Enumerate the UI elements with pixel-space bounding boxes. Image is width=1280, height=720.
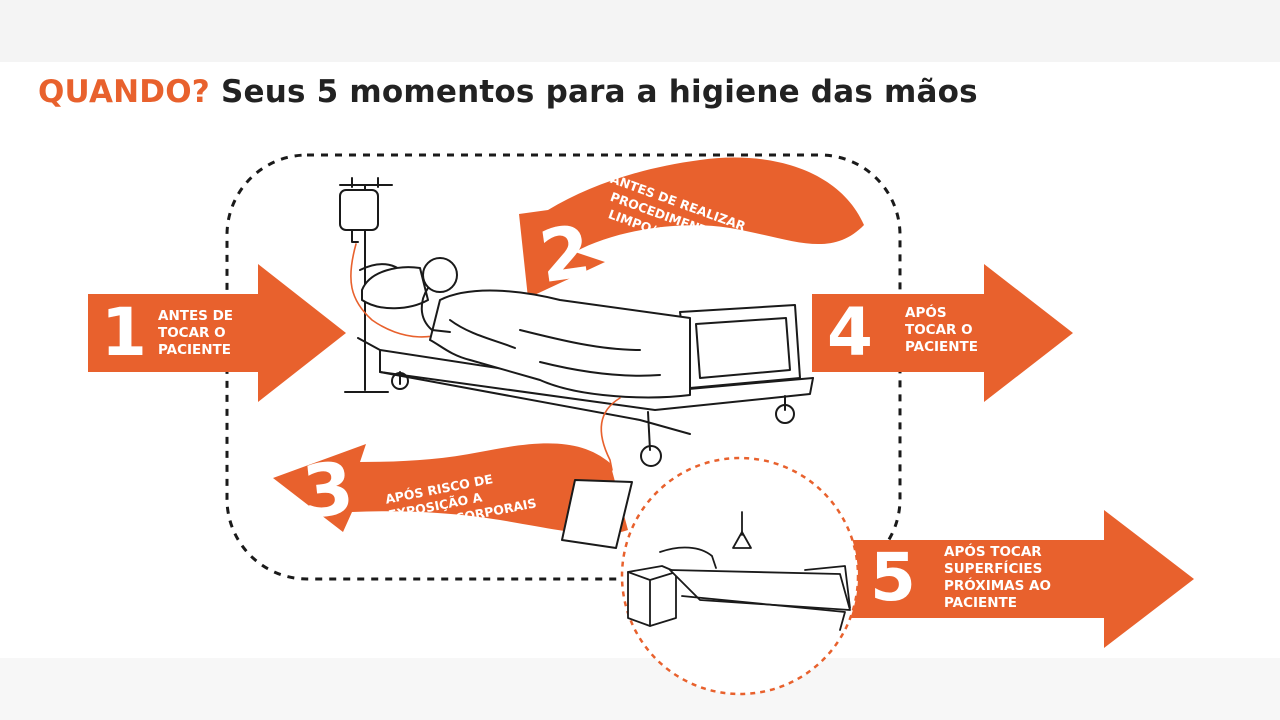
moment-1-number: 1 (101, 294, 147, 371)
arrow-2 (519, 157, 864, 298)
moment-5-line-2: SUPERFÍCIES (944, 561, 1043, 577)
surroundings-illustration (627, 511, 851, 631)
moment-5-number: 5 (870, 539, 916, 616)
moment-4-label: APÓS TOCAR O PACIENTE (905, 305, 978, 356)
moment-4-line-1: APÓS (905, 305, 947, 321)
moment-4-number: 4 (827, 294, 873, 371)
moment-1-label: ANTES DE TOCAR O PACIENTE (158, 308, 233, 359)
moment-1-line-3: PACIENTE (158, 342, 231, 358)
page-title: QUANDO? Seus 5 momentos para a higiene d… (38, 74, 978, 110)
title-highlight: QUANDO? (38, 74, 210, 110)
moment-5-line-4: PACIENTE (944, 595, 1017, 611)
hospital-bed-illustration (339, 177, 814, 549)
moment-3-number: 3 (298, 445, 358, 535)
moment-4-line-3: PACIENTE (905, 339, 978, 355)
moment-5-label: APÓS TOCAR SUPERFÍCIES PRÓXIMAS AO PACIE… (944, 544, 1051, 612)
arrow-4 (812, 264, 1073, 402)
moment-5-line-3: PRÓXIMAS AO (944, 578, 1051, 594)
top-band (0, 0, 1280, 62)
moment-2-number: 2 (534, 208, 596, 300)
moment-4-line-2: TOCAR O (905, 322, 973, 338)
moment-1-line-2: TOCAR O (158, 325, 226, 341)
bottom-band (0, 658, 1280, 720)
arrow-3 (273, 443, 628, 535)
moment-5-line-1: APÓS TOCAR (944, 544, 1042, 560)
title-text: Seus 5 momentos para a higiene das mãos (220, 74, 978, 110)
arrow-1 (88, 264, 346, 402)
arrow-5 (838, 510, 1194, 648)
moment-1-line-1: ANTES DE (158, 308, 234, 324)
